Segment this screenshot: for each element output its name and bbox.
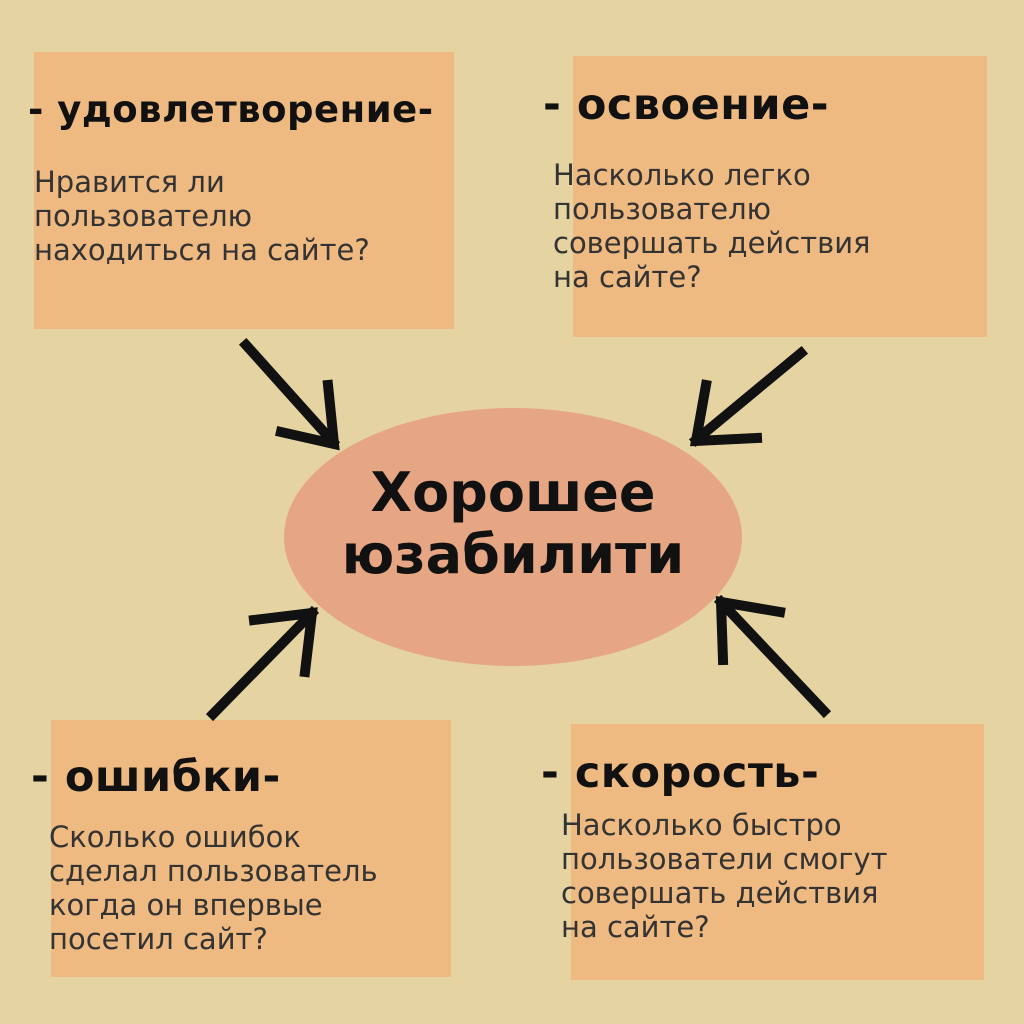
card-satisfaction-title: - удовлетворение- [28, 88, 434, 131]
card-speed-body: Насколько быстро пользователи смогут сов… [561, 808, 888, 944]
card-speed-text: - скорость- Насколько быстро пользовател… [541, 0, 984, 1024]
card-satisfaction-text: - удовлетворение- Нравится ли пользовате… [28, 0, 454, 1024]
card-learnability-title: - освоение- [543, 80, 830, 130]
card-learnability-body: Насколько легко пользователю совершать д… [553, 158, 871, 294]
center-label: Хорошее юзабилити [341, 461, 685, 586]
card-satisfaction [34, 52, 454, 329]
card-errors-body: Сколько ошибок сделал пользователь когда… [49, 820, 378, 956]
card-speed [571, 724, 984, 980]
card-errors-text: - ошибки- Сколько ошибок сделал пользова… [31, 0, 451, 1024]
card-errors-title: - ошибки- [31, 752, 281, 802]
card-speed-title: - скорость- [541, 748, 820, 798]
card-learnability-text: - освоение- Насколько легко пользователю… [543, 0, 987, 1024]
card-errors [51, 720, 451, 977]
card-satisfaction-body: Нравится ли пользователю находиться на с… [34, 165, 370, 267]
card-learnability [573, 56, 987, 337]
center-ellipse [284, 408, 742, 666]
